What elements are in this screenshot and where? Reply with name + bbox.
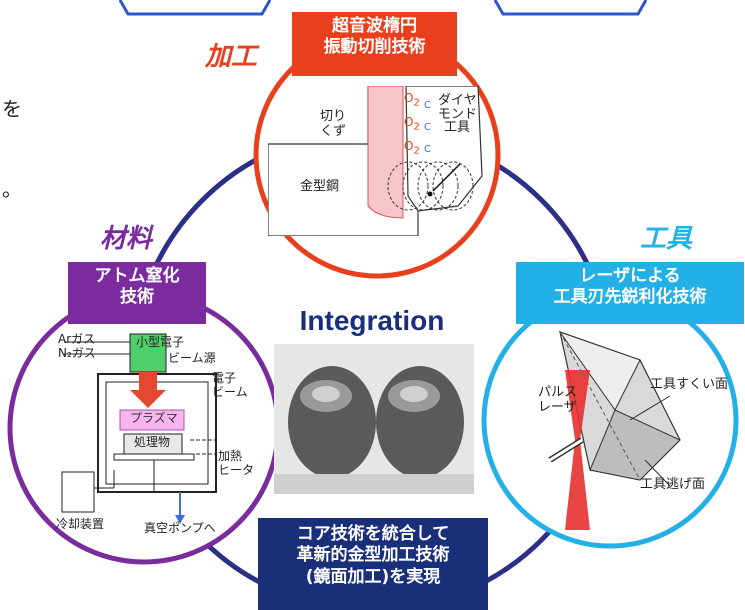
label-cooler: 冷却装置 bbox=[56, 517, 105, 531]
tool-category: 工具 bbox=[640, 224, 693, 254]
label-chips: 切りくず bbox=[320, 109, 347, 139]
label-o2-1: O2 bbox=[404, 91, 420, 109]
label-o2-3: O2 bbox=[404, 139, 420, 157]
label-pulse-laser: パルスレーザ bbox=[538, 385, 578, 415]
tool-title-line2: 工具刃先鋭利化技術 bbox=[553, 287, 707, 308]
svg-text:C: C bbox=[424, 144, 431, 155]
label-rake-face: 工具すくい面 bbox=[650, 377, 729, 392]
label-heater: 加熱ヒータ bbox=[218, 449, 255, 477]
result-line1: コア技術を統合して bbox=[296, 524, 450, 544]
label-steel: 金型鋼 bbox=[300, 179, 340, 194]
tool-diagram bbox=[548, 331, 681, 530]
label-workpiece: 処理物 bbox=[134, 435, 171, 449]
svg-text:C: C bbox=[424, 122, 431, 133]
label-source: 小型電子 bbox=[136, 335, 185, 349]
integration-title: Integration bbox=[299, 305, 445, 336]
label-flank-face: 工具逃げ面 bbox=[640, 477, 706, 492]
left-text-fragment: を bbox=[2, 97, 22, 121]
machining-category: 加工 bbox=[205, 42, 258, 72]
left-text-fragment-2: 。 bbox=[2, 177, 22, 201]
tool-title-line1: レーザによる bbox=[579, 266, 681, 286]
label-diamond-tool: ダイヤモンド工具 bbox=[438, 93, 478, 136]
label-source-2: ビーム源 bbox=[168, 351, 216, 365]
material-diagram bbox=[61, 333, 217, 524]
mold-photo bbox=[274, 344, 474, 494]
machining-title-line1: 超音波楕円 bbox=[332, 16, 417, 36]
machining-title-line2: 振動切削技術 bbox=[323, 37, 426, 58]
tool-title-box: レーザによる 工具刃先鋭利化技術 bbox=[516, 262, 744, 324]
machining-diagram: C C C bbox=[268, 86, 483, 236]
material-title-line2: 技術 bbox=[120, 287, 154, 308]
label-n2-gas: N₂ガス bbox=[58, 346, 96, 360]
material-title-line1: アトム窒化 bbox=[94, 266, 180, 286]
label-beam: 電子ビーム bbox=[212, 371, 248, 399]
result-line2: 革新的金型加工技術 bbox=[296, 545, 450, 566]
result-line3: (鏡面加工)を実現 bbox=[305, 566, 441, 587]
label-o2-2: O2 bbox=[404, 115, 420, 133]
machining-title-box: 超音波楕円 振動切削技術 bbox=[292, 12, 457, 76]
result-box: コア技術を統合して 革新的金型加工技術 (鏡面加工)を実現 bbox=[258, 518, 488, 610]
material-title-box: アトム窒化 技術 bbox=[68, 262, 206, 324]
material-category: 材料 bbox=[100, 224, 153, 254]
svg-text:C: C bbox=[424, 100, 431, 111]
label-pump: 真空ポンプへ bbox=[144, 521, 216, 535]
label-ar-gas: Arガス bbox=[58, 332, 96, 346]
label-plasma: プラズマ bbox=[130, 411, 178, 425]
